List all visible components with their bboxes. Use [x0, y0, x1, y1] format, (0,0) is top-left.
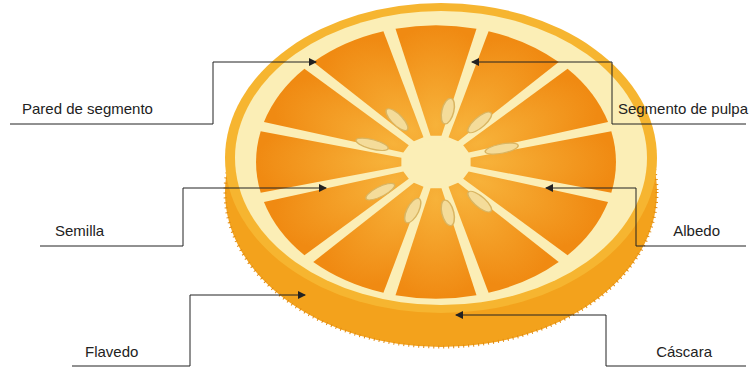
- leader-line: [40, 188, 326, 246]
- part-label: Albedo: [673, 222, 720, 240]
- part-label: Cáscara: [656, 343, 712, 361]
- albedo: [235, 11, 647, 305]
- pulp-segments: [256, 25, 616, 298]
- part-label: Segmento de pulpa: [618, 100, 748, 118]
- leader-line: [456, 315, 746, 366]
- leader-line: [72, 295, 305, 366]
- part-label: Semilla: [55, 222, 104, 240]
- leader-line: [546, 188, 746, 246]
- part-label: Flavedo: [85, 343, 138, 361]
- part-label: Pared de segmento: [22, 100, 153, 118]
- flavedo-ring: [225, 3, 657, 313]
- leader-line: [10, 62, 316, 124]
